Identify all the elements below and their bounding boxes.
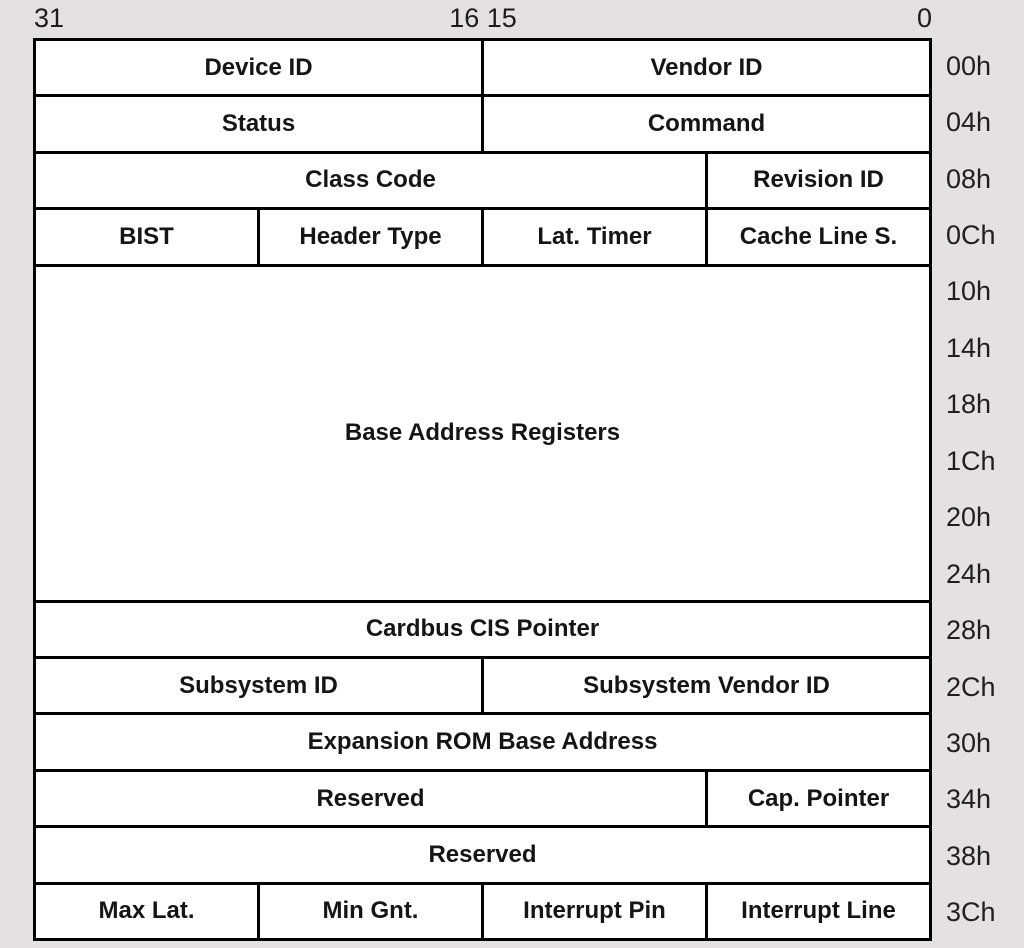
- offset-label-38h: 38h: [946, 840, 992, 871]
- offset-label-0ch: 0Ch: [946, 220, 996, 251]
- row-00h: Device ID Vendor ID: [33, 37, 932, 98]
- offset-label-10h: 10h: [946, 276, 992, 307]
- offset-label-04h: 04h: [946, 107, 992, 138]
- row-28h: Cardbus CIS Pointer: [33, 599, 932, 660]
- row-10h-24h: Base Address Registers: [33, 263, 932, 603]
- row-3ch: Max Lat. Min Gnt. Interrupt Pin Interrup…: [33, 881, 932, 942]
- row-34h: Reserved Cap. Pointer: [33, 768, 932, 829]
- field-cap-pointer: Cap. Pointer: [705, 768, 932, 829]
- field-interrupt-line: Interrupt Line: [705, 881, 932, 942]
- offset-label-28h: 28h: [946, 615, 992, 646]
- bit-label-31: 31: [34, 3, 65, 33]
- offset-label-34h: 34h: [946, 784, 992, 815]
- row-04h: Status Command: [33, 94, 932, 154]
- offset-label-3ch: 3Ch: [946, 897, 996, 928]
- field-subsystem-id: Subsystem ID: [33, 656, 484, 716]
- field-subsystem-vendor-id: Subsystem Vendor ID: [481, 656, 932, 716]
- field-revision-id: Revision ID: [705, 150, 932, 211]
- field-cache-line-size: Cache Line S.: [705, 207, 932, 267]
- offset-label-18h: 18h: [946, 389, 992, 420]
- row-2ch: Subsystem ID Subsystem Vendor ID: [33, 656, 932, 716]
- field-class-code: Class Code: [33, 150, 708, 211]
- bit-label-0: 0: [916, 3, 932, 33]
- offset-label-08h: 08h: [946, 163, 992, 194]
- field-header-type: Header Type: [257, 207, 484, 267]
- field-cardbus-cis-pointer: Cardbus CIS Pointer: [33, 599, 932, 660]
- field-base-address-registers: Base Address Registers: [33, 263, 932, 603]
- field-min-gnt: Min Gnt.: [257, 881, 484, 942]
- offset-label-00h: 00h: [946, 50, 992, 81]
- offset-label-30h: 30h: [946, 727, 992, 758]
- field-reserved-38h: Reserved: [33, 825, 932, 885]
- offset-label-1ch: 1Ch: [946, 445, 996, 476]
- field-vendor-id: Vendor ID: [481, 37, 932, 98]
- field-status: Status: [33, 94, 484, 154]
- field-lat-timer: Lat. Timer: [481, 207, 708, 267]
- field-device-id: Device ID: [33, 37, 484, 98]
- field-command: Command: [481, 94, 932, 154]
- row-30h: Expansion ROM Base Address: [33, 712, 932, 772]
- bit-label-16-15: 16 15: [449, 3, 517, 33]
- field-bist: BIST: [33, 207, 260, 267]
- field-reserved-34h: Reserved: [33, 768, 708, 829]
- offset-label-2ch: 2Ch: [946, 671, 996, 702]
- row-08h: Class Code Revision ID: [33, 150, 932, 211]
- row-0ch: BIST Header Type Lat. Timer Cache Line S…: [33, 207, 932, 267]
- offset-label-20h: 20h: [946, 502, 992, 533]
- register-table: Device ID Vendor ID Status Command Class…: [33, 37, 932, 942]
- field-interrupt-pin: Interrupt Pin: [481, 881, 708, 942]
- row-38h: Reserved: [33, 825, 932, 885]
- field-expansion-rom-base-address: Expansion ROM Base Address: [33, 712, 932, 772]
- offset-label-24h: 24h: [946, 558, 992, 589]
- offset-label-14h: 14h: [946, 332, 992, 363]
- field-max-lat: Max Lat.: [33, 881, 260, 942]
- offset-column: 00h 04h 08h 0Ch 10h 14h 18h 1Ch 20h 24h …: [946, 38, 1021, 941]
